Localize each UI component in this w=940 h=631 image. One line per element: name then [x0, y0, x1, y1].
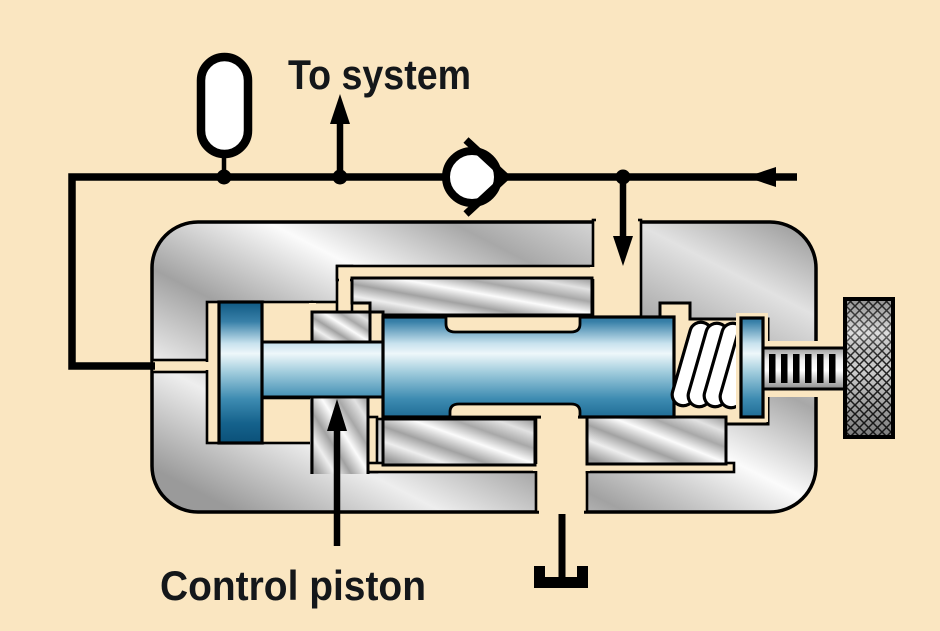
pilot-down-arrow-head	[613, 236, 633, 266]
inlet-slit	[150, 358, 211, 374]
spool-left-clearance	[370, 312, 383, 343]
accumulator-shell	[196, 52, 253, 159]
internal-lands	[310, 276, 728, 474]
bottom-land-left	[381, 417, 537, 467]
knob-shading	[847, 301, 891, 435]
piston-head	[217, 300, 264, 445]
channel-junction-patches	[204, 216, 638, 517]
junction-dot	[615, 169, 631, 185]
control-piston-pointer-head	[327, 399, 347, 431]
check-valve-seat	[463, 137, 512, 217]
rod-chamber-lower	[260, 396, 314, 445]
adjuster	[736, 297, 895, 439]
junction-dot	[332, 169, 348, 185]
piston-rod	[260, 340, 385, 399]
groove-drain-opening	[541, 412, 578, 421]
upper-land	[350, 276, 594, 317]
rod-chamber-upper	[260, 300, 314, 345]
to-system-label: To system	[288, 51, 471, 98]
circuit-lines	[68, 173, 797, 578]
pilot-inlet-channel	[591, 218, 643, 319]
control-piston	[217, 300, 676, 445]
junction-dot	[216, 169, 232, 185]
piston-top-groove	[444, 314, 582, 334]
tank-drain-channel	[534, 415, 589, 514]
bottom-land-right	[585, 415, 728, 466]
return-flow-arrow-head	[746, 167, 776, 187]
supply-line	[68, 173, 797, 370]
junction-dots	[216, 169, 631, 185]
control-piston-label: Control piston	[160, 562, 426, 609]
flow-arrows	[327, 94, 776, 546]
spring-seat	[739, 316, 765, 419]
to-system-arrow-head	[330, 94, 350, 124]
check-valve	[442, 137, 512, 217]
check-valve-ball	[442, 147, 502, 207]
screw-threads	[769, 354, 836, 383]
tank-symbol	[534, 566, 588, 588]
rod-land-upper	[310, 310, 372, 345]
